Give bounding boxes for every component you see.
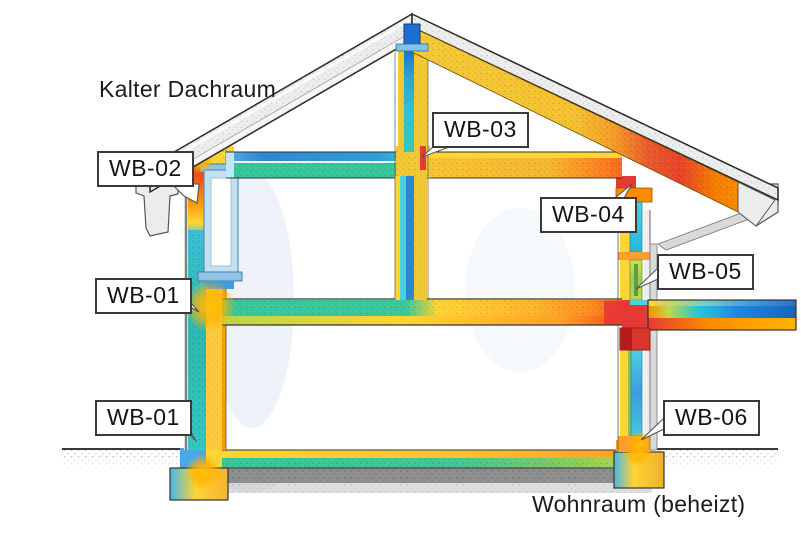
callout-wb05: WB-05 — [657, 254, 754, 290]
foundation-left — [169, 448, 229, 501]
gutter-left — [135, 185, 179, 237]
ground-floor-slab — [222, 449, 640, 469]
callout-wb04: WB-04 — [540, 197, 637, 233]
ridge-pipe-cap — [395, 23, 429, 52]
ground-surface — [62, 448, 778, 471]
attic-floor-cold — [226, 151, 406, 179]
heated-room-label: Wohnraum (beheizt) — [532, 491, 746, 517]
attic-floor-warm — [426, 151, 622, 179]
window-left-upper — [197, 163, 243, 289]
callout-wb03: WB-03 — [432, 112, 529, 148]
vent-pipe — [394, 50, 430, 300]
soil-under-slab — [212, 468, 652, 493]
callout-wb02: WB-02 — [97, 151, 194, 187]
roof-right — [411, 12, 779, 227]
intermediate-floor-slab — [222, 298, 622, 326]
wb01-upper-hotspot — [184, 280, 236, 332]
callout-wb01-lower: WB-01 — [95, 400, 192, 436]
window-right-lower — [620, 349, 643, 437]
pipe-thermal-bridge-hotspot — [420, 146, 426, 170]
balcony-slab — [619, 299, 797, 351]
balcony-door — [620, 259, 643, 301]
roof-left — [149, 12, 413, 194]
cold-attic-label: Kalter Dachraum — [99, 76, 277, 102]
interior-shading — [210, 172, 575, 492]
callout-wb01-upper: WB-01 — [95, 278, 192, 314]
callout-wb06: WB-06 — [663, 400, 760, 436]
